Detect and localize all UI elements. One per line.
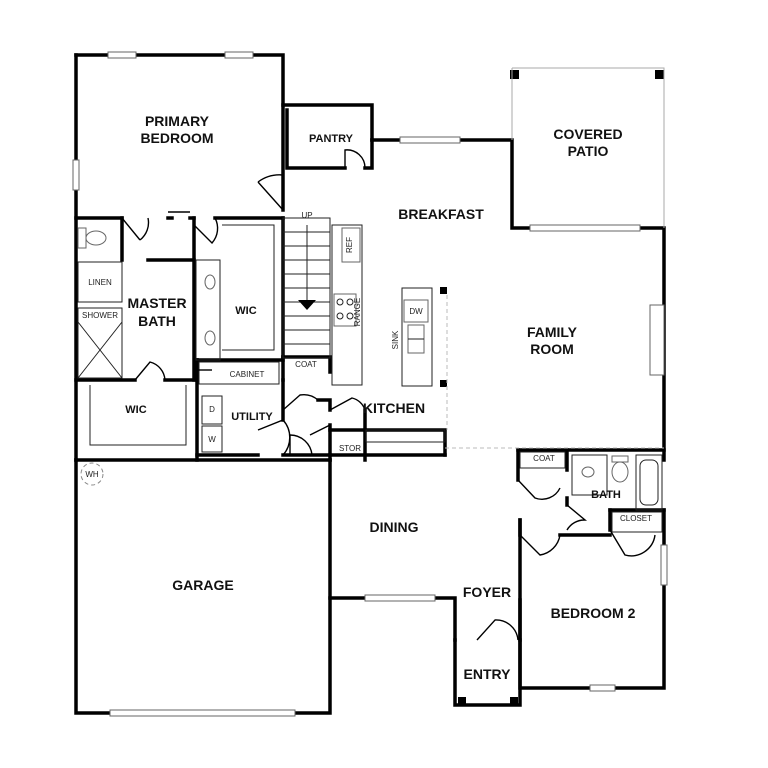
dryer-label: D bbox=[209, 405, 215, 414]
family-room-label: FAMILY bbox=[527, 324, 578, 340]
covered-patio-label: COVERED bbox=[553, 126, 622, 142]
walls bbox=[74, 53, 666, 715]
post bbox=[440, 287, 447, 294]
dining-label: DINING bbox=[370, 519, 419, 535]
kitchen-counters bbox=[331, 224, 446, 443]
foyer-label: FOYER bbox=[463, 584, 511, 600]
bath-label: BATH bbox=[591, 489, 621, 501]
post bbox=[510, 697, 518, 705]
primary-bedroom-label: PRIMARY bbox=[145, 113, 210, 129]
dw-label: DW bbox=[409, 307, 423, 316]
covered-patio-label-line2: PATIO bbox=[568, 143, 609, 159]
thin-lines bbox=[72, 51, 668, 717]
linen-label: LINEN bbox=[88, 278, 112, 287]
room-labels: PRIMARY BEDROOM PANTRY COVERED PATIO BRE… bbox=[125, 113, 635, 682]
washer-label: W bbox=[208, 435, 216, 444]
coat-stair-label: COAT bbox=[295, 360, 317, 369]
cabinet-label: CABINET bbox=[230, 370, 265, 379]
fixture-labels: UP REF RANGE DW SINK LINEN SHOWER COAT C… bbox=[82, 211, 652, 523]
master-bath-label-line2: BATH bbox=[138, 313, 176, 329]
breakfast-label: BREAKFAST bbox=[398, 206, 484, 222]
post bbox=[510, 70, 519, 79]
sink-label: SINK bbox=[391, 330, 400, 349]
up-label: UP bbox=[301, 211, 312, 220]
post bbox=[440, 380, 447, 387]
staircase bbox=[282, 217, 331, 359]
garage-label: GARAGE bbox=[172, 577, 233, 593]
post bbox=[655, 70, 664, 79]
range-label: RANGE bbox=[353, 298, 362, 326]
coat-hall-label: COAT bbox=[533, 454, 555, 463]
wh-label: WH bbox=[85, 470, 99, 479]
closet-label: CLOSET bbox=[620, 514, 652, 523]
primary-bedroom-label-line2: BEDROOM bbox=[140, 130, 213, 146]
stair-arrow-icon bbox=[298, 300, 316, 310]
utility-label: UTILITY bbox=[231, 411, 273, 423]
kitchen-label: KITCHEN bbox=[363, 400, 425, 416]
post bbox=[458, 697, 466, 705]
entry-label: ENTRY bbox=[464, 666, 512, 682]
bath-fixtures bbox=[77, 224, 663, 533]
wic-lower-label: WIC bbox=[125, 404, 146, 416]
doors bbox=[121, 149, 656, 641]
bedroom-2-label: BEDROOM 2 bbox=[551, 605, 636, 621]
stor-label: STOR bbox=[339, 444, 361, 453]
family-room-label-line2: ROOM bbox=[530, 341, 574, 357]
pantry-label: PANTRY bbox=[309, 133, 354, 145]
shower-label: SHOWER bbox=[82, 311, 118, 320]
master-bath-label: MASTER bbox=[127, 295, 186, 311]
ref-label: REF bbox=[345, 237, 354, 253]
wic-upper-label: WIC bbox=[235, 305, 256, 317]
